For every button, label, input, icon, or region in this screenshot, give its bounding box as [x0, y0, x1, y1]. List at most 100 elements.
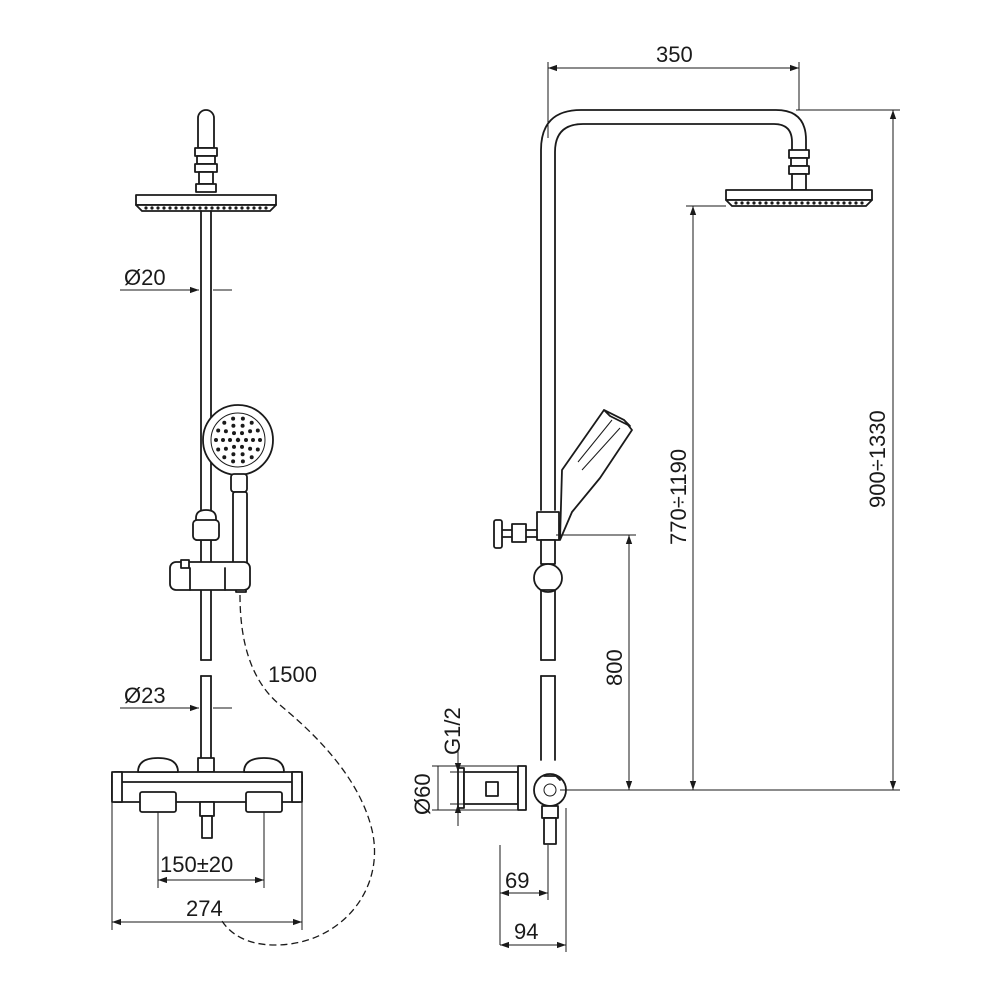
nozzle-dot	[255, 447, 260, 452]
nozzle-dot	[186, 206, 190, 210]
nozzle-dot	[228, 206, 232, 210]
nozzle-dot	[836, 201, 840, 205]
nozzle-dot	[740, 201, 744, 205]
nozzle-dot	[210, 206, 214, 210]
dim-mixer-spacing-lines	[157, 812, 265, 888]
nozzle-dot	[854, 201, 858, 205]
nozzle-dot	[240, 423, 245, 428]
front-slider-bracket	[169, 509, 251, 591]
nozzle-dot	[249, 420, 254, 425]
dim-wall-distance-small-label: 69	[505, 868, 529, 893]
nozzle-dot	[800, 201, 804, 205]
front-view: Ø20 Ø23 1500 150±20 274	[111, 109, 376, 946]
nozzle-dot	[806, 201, 810, 205]
nozzle-dot	[860, 201, 864, 205]
nozzle-dot	[216, 206, 220, 210]
nozzle-dot	[830, 201, 834, 205]
nozzle-dot	[216, 447, 221, 452]
front-top-pipe	[194, 109, 218, 193]
nozzle-dot	[240, 416, 245, 421]
nozzle-dot	[234, 206, 238, 210]
dim-pipe-diameter-label: Ø23	[124, 683, 166, 708]
nozzle-dot	[824, 201, 828, 205]
nozzle-dot	[246, 206, 250, 210]
nozzle-dot	[258, 206, 262, 210]
nozzle-dot	[223, 429, 228, 434]
nozzle-dot	[156, 206, 160, 210]
nozzle-dot	[249, 455, 254, 460]
nozzle-dot	[228, 438, 232, 442]
nozzle-dot	[264, 206, 268, 210]
side-hand-shower	[559, 409, 633, 541]
nozzle-dot	[770, 201, 774, 205]
side-head-nozzles	[734, 201, 864, 205]
side-slider-bracket	[493, 511, 563, 593]
dim-mixer-spacing-label: 150±20	[160, 852, 233, 877]
side-head-connector	[788, 149, 810, 191]
nozzle-dot	[848, 201, 852, 205]
nozzle-dot	[812, 201, 816, 205]
nozzle-dot	[222, 455, 227, 460]
nozzle-dot	[232, 444, 236, 449]
front-lower-pipe	[197, 675, 215, 773]
nozzle-dot	[192, 206, 196, 210]
nozzle-dot	[144, 206, 148, 210]
dim-escutcheon-diameter-label: Ø60	[410, 773, 435, 815]
side-wall-inlet	[457, 765, 567, 845]
front-thermostatic-mixer	[111, 757, 303, 839]
nozzle-dot	[168, 206, 172, 210]
nozzle-dot	[216, 428, 221, 433]
dim-mixer-width-lines	[111, 802, 303, 930]
side-view: 350 900÷1330 770÷1190 800 G1/2	[410, 42, 900, 952]
front-head-nozzles	[144, 206, 268, 210]
nozzle-dot	[248, 446, 253, 451]
nozzle-dot	[240, 459, 245, 464]
nozzle-dot	[240, 452, 245, 457]
nozzle-dot	[235, 437, 241, 443]
nozzle-dot	[222, 420, 227, 425]
nozzle-dot	[174, 206, 178, 210]
nozzle-dot	[758, 201, 762, 205]
nozzle-dot	[788, 201, 792, 205]
dim-escutcheon-diameter-lines	[432, 765, 518, 811]
nozzle-dot	[746, 201, 750, 205]
dim-mixer-width-label: 274	[186, 896, 223, 921]
nozzle-dot	[255, 428, 260, 433]
nozzle-dot	[258, 438, 262, 442]
nozzle-dot	[240, 431, 244, 436]
nozzle-dot	[223, 446, 228, 451]
dim-head-height-label: 770÷1190	[666, 449, 691, 545]
side-lower-riser	[540, 589, 556, 761]
nozzle-dot	[162, 206, 166, 210]
nozzle-dot	[150, 206, 154, 210]
side-shower-arm	[540, 109, 807, 511]
dim-wall-distance-large-label: 94	[514, 919, 538, 944]
nozzle-dot	[248, 429, 253, 434]
nozzle-dot	[222, 206, 226, 210]
nozzle-dot	[244, 438, 248, 442]
nozzle-dot	[221, 438, 225, 442]
nozzle-dot	[240, 206, 244, 210]
nozzle-dot	[776, 201, 780, 205]
dim-head-height-lines	[686, 205, 726, 790]
dim-rod-diameter-label: Ø20	[124, 265, 166, 290]
dim-slider-height-lines	[556, 534, 636, 790]
nozzle-dot	[180, 206, 184, 210]
nozzle-dot	[240, 444, 244, 449]
dim-overall-height-label: 900÷1330	[865, 410, 890, 508]
dim-inlet-thread-label: G1/2	[440, 707, 465, 755]
nozzle-dot	[198, 206, 202, 210]
nozzle-dot	[794, 201, 798, 205]
dim-slider-height-label: 800	[602, 649, 627, 686]
dim-inlet-thread-lines	[450, 750, 470, 826]
side-overhead-shower-head	[725, 189, 873, 207]
dim-wall-distance-large-lines	[500, 808, 567, 952]
nozzle-dot	[842, 201, 846, 205]
nozzle-dot	[818, 201, 822, 205]
dim-arm-projection-label: 350	[656, 42, 693, 67]
dim-wall-distance-small-lines	[499, 845, 549, 945]
dim-hose-length-label: 1500	[268, 662, 317, 687]
hand-shower-nozzles	[214, 416, 262, 464]
hose-dashed-path	[219, 594, 376, 946]
